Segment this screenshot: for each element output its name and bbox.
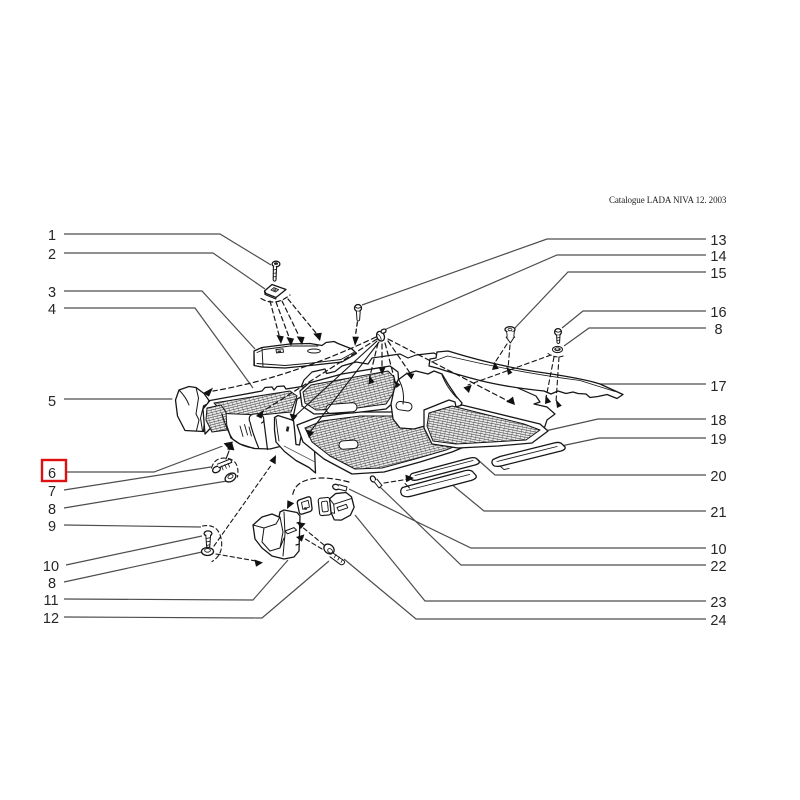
svg-text:6: 6 [48,466,56,482]
svg-text:22: 22 [710,559,726,575]
svg-text:12: 12 [43,611,59,627]
svg-text:17: 17 [710,379,726,395]
svg-text:23: 23 [710,595,726,611]
svg-text:8: 8 [48,576,56,592]
svg-text:24: 24 [710,613,726,629]
svg-text:10: 10 [43,559,59,575]
svg-text:15: 15 [710,266,726,282]
svg-text:1: 1 [48,228,56,244]
svg-text:20: 20 [710,469,726,485]
svg-text:2: 2 [48,247,56,263]
svg-text:16: 16 [710,305,726,321]
svg-text:10: 10 [710,542,726,558]
svg-text:21: 21 [710,505,726,521]
svg-text:3: 3 [48,285,56,301]
svg-text:5: 5 [48,394,56,410]
svg-text:13: 13 [710,233,726,249]
svg-text:9: 9 [48,519,56,535]
svg-text:14: 14 [710,249,726,265]
svg-text:8: 8 [714,322,722,338]
svg-text:4: 4 [48,302,56,318]
svg-text:8: 8 [48,502,56,518]
svg-text:Catalogue LADA NIVA 12. 2003: Catalogue LADA NIVA 12. 2003 [609,195,727,205]
svg-text:18: 18 [710,413,726,429]
svg-text:7: 7 [48,484,56,500]
svg-text:19: 19 [710,432,726,448]
svg-text:11: 11 [43,593,58,609]
